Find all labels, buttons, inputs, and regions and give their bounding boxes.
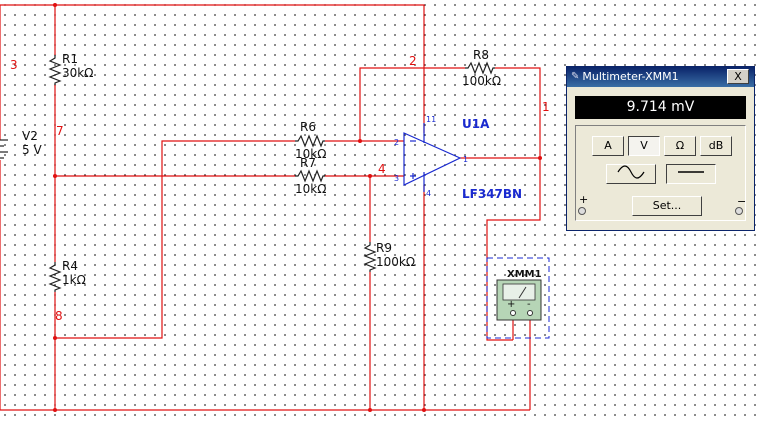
u1-pin-noninv: 3 xyxy=(394,174,399,183)
u1-pin-vplus: 11 xyxy=(426,115,436,124)
minus-terminal-jack[interactable] xyxy=(735,207,743,215)
minus-terminal-label: − xyxy=(737,195,747,208)
u1-part: LF347BN xyxy=(462,187,522,201)
r7-ref: R7 xyxy=(300,156,316,170)
resistor-r7[interactable] xyxy=(295,169,325,183)
plus-terminal-jack[interactable] xyxy=(578,207,586,215)
r4-ref: R4 xyxy=(62,259,78,273)
r7-value: 10kΩ xyxy=(295,182,326,196)
ac-mode-button[interactable] xyxy=(606,164,656,184)
node-label-4: 4 xyxy=(378,162,386,176)
node-label-1: 1 xyxy=(542,100,550,114)
set-button[interactable]: Set... xyxy=(632,196,702,216)
multimeter-window[interactable]: ✎ Multimeter-XMM1 X 9.714 mV A V Ω dB Se… xyxy=(566,66,755,231)
mode-ohmmeter-button[interactable]: Ω xyxy=(664,136,696,156)
u1-pin-out: 1 xyxy=(463,155,468,164)
multimeter-reading: 9.714 mV xyxy=(575,96,746,119)
multimeter-app-icon: ✎ xyxy=(571,71,580,82)
resistor-r4[interactable] xyxy=(48,262,62,292)
resistor-r1[interactable] xyxy=(48,55,62,85)
v2-value: 5 V xyxy=(22,143,42,157)
xmm-minus: - xyxy=(527,299,531,310)
ac-sine-icon xyxy=(617,165,645,179)
r8-ref: R8 xyxy=(473,48,489,62)
r4-value: 1kΩ xyxy=(62,273,86,287)
r1-ref: R1 xyxy=(62,52,78,66)
opamp-u1a[interactable] xyxy=(403,123,462,192)
r6-value: 10kΩ xyxy=(295,147,326,161)
xmm-ref: XMM1 xyxy=(507,269,542,280)
u1-pin-vminus: 4 xyxy=(426,189,431,198)
dc-line-icon xyxy=(678,171,704,173)
v2-ref: V2 xyxy=(22,129,38,143)
node-label-7: 7 xyxy=(56,124,64,138)
u1-pin-inv: 2 xyxy=(394,138,399,147)
mode-decibel-button[interactable]: dB xyxy=(700,136,732,156)
junctions xyxy=(53,3,542,412)
r1-value: 30kΩ xyxy=(62,66,93,80)
multimeter-titlebar[interactable]: ✎ Multimeter-XMM1 X xyxy=(567,67,754,87)
close-button[interactable]: X xyxy=(727,69,749,84)
resistor-r6[interactable] xyxy=(295,134,325,148)
multimeter-xmm1-symbol[interactable] xyxy=(486,257,550,339)
u1-ref: U1A xyxy=(462,117,490,131)
resistor-r8[interactable] xyxy=(465,61,495,75)
r8-value: 100kΩ xyxy=(462,74,501,88)
battery-v2[interactable] xyxy=(0,139,8,159)
mode-ammeter-button[interactable]: A xyxy=(592,136,624,156)
multimeter-controls: A V Ω dB Set... xyxy=(575,125,746,221)
r6-ref: R6 xyxy=(300,120,316,134)
resistor-r9[interactable] xyxy=(363,242,377,272)
plus-terminal-label: + xyxy=(579,193,589,206)
dc-mode-button[interactable] xyxy=(666,164,716,184)
r9-value: 100kΩ xyxy=(376,255,415,269)
mode-voltmeter-button[interactable]: V xyxy=(628,136,660,156)
node-label-3: 3 xyxy=(10,58,18,72)
node-label-2: 2 xyxy=(409,54,417,68)
r9-ref: R9 xyxy=(376,241,392,255)
xmm-plus: + xyxy=(507,299,515,310)
wires xyxy=(0,4,541,411)
multimeter-title: Multimeter-XMM1 xyxy=(582,70,679,83)
node-label-8: 8 xyxy=(55,309,63,323)
